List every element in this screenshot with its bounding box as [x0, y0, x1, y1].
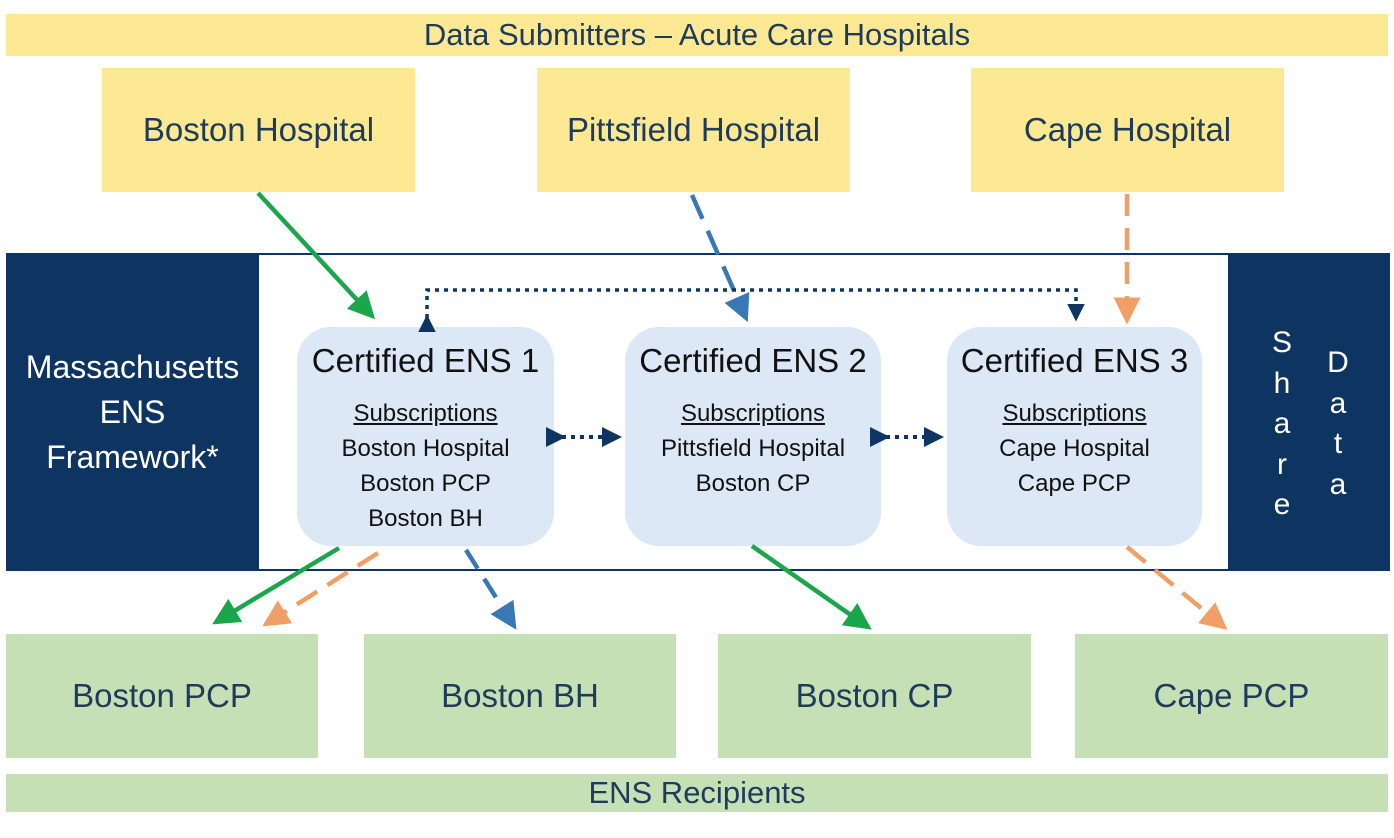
ens-title: Certified ENS 3: [960, 342, 1189, 379]
share-letter: r: [1277, 447, 1287, 481]
hospital-cape: Cape Hospital: [971, 68, 1284, 192]
share-letter: a: [1273, 407, 1291, 440]
ens-title: Certified ENS 1: [311, 342, 540, 379]
data-letter: a: [1329, 386, 1347, 420]
share-data-panel: S h a r e D a t a: [1228, 253, 1390, 571]
subscription-item: Boston BH: [368, 505, 483, 532]
subscription-item: Boston CP: [695, 470, 811, 497]
subscription-item: Boston PCP: [360, 470, 491, 497]
recipient-boston-bh: Boston BH: [364, 634, 676, 758]
share-letter: S: [1271, 326, 1292, 359]
certified-ens-3: Certified ENS 3 Subscriptions Cape Hospi…: [947, 327, 1202, 546]
data-letter: t: [1333, 427, 1343, 460]
framework-label: Massachusetts ENS Framework*: [6, 253, 259, 571]
subscription-item: Pittsfield Hospital: [660, 435, 846, 462]
recipient-cape-pcp: Cape PCP: [1075, 634, 1388, 758]
subscription-item: Boston Hospital: [341, 435, 510, 462]
certified-ens-1: Certified ENS 1 Subscriptions Boston Hos…: [297, 327, 554, 546]
share-vertical-label: S h a r e: [1267, 323, 1297, 526]
share-letter: e: [1273, 488, 1291, 521]
framework-label-line: ENS: [99, 393, 166, 430]
subscriptions-label: Subscriptions: [680, 400, 826, 427]
subscription-item: Cape Hospital: [999, 435, 1150, 462]
subscriptions-label: Subscriptions: [353, 400, 498, 427]
framework-label-line: Framework*: [46, 438, 219, 475]
data-submitters-band: Data Submitters – Acute Care Hospitals: [6, 14, 1388, 56]
subscriptions-label: Subscriptions: [1002, 400, 1147, 427]
ens-title: Certified ENS 2: [639, 342, 867, 379]
recipient-boston-cp: Boston CP: [718, 634, 1031, 758]
share-letter: h: [1273, 366, 1291, 400]
ens-recipients-band: ENS Recipients: [6, 774, 1388, 812]
hospital-pittsfield: Pittsfield Hospital: [537, 68, 850, 192]
recipient-boston-pcp: Boston PCP: [6, 634, 318, 758]
subscription-item: Cape PCP: [1017, 470, 1132, 497]
framework-label-line: Massachusetts: [25, 348, 240, 385]
data-letter: D: [1327, 346, 1349, 379]
hospital-boston: Boston Hospital: [102, 68, 415, 192]
data-vertical-label: D a t a: [1323, 343, 1353, 505]
data-letter: a: [1329, 467, 1347, 501]
certified-ens-2: Certified ENS 2 Subscriptions Pittsfield…: [625, 327, 881, 546]
